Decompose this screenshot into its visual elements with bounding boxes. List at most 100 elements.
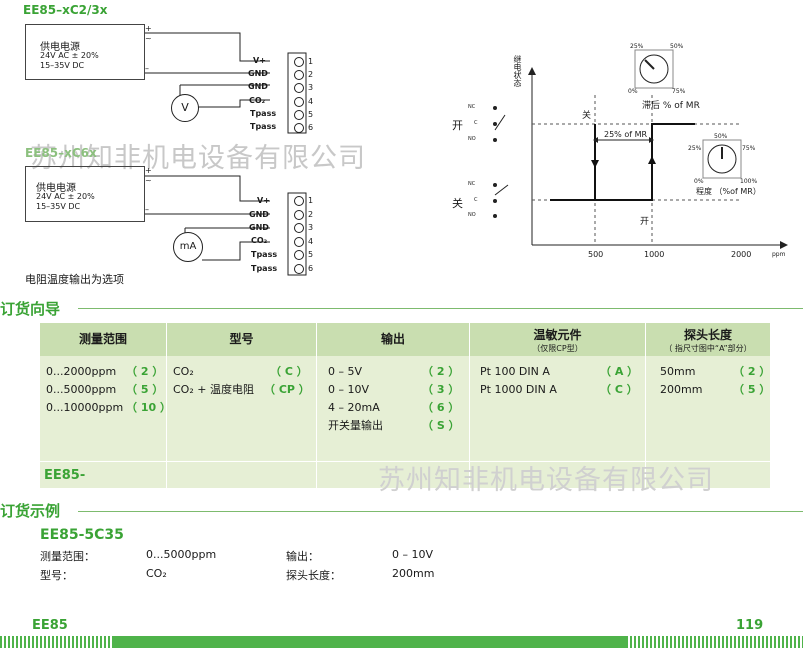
minus-sign: – — [145, 205, 149, 214]
output-code: （ S ） — [422, 419, 460, 432]
screw-terminal — [294, 237, 304, 247]
no-label: NO — [468, 136, 476, 142]
order-table: 测量范围 型号 输出 温敏元件（仅限CP型） 探头长度（ 指尺寸图中“A”部分）… — [40, 323, 770, 488]
terminal-number: 4 — [308, 97, 314, 106]
terminal-label: GND — [248, 82, 268, 91]
terminal-label: GND — [249, 210, 269, 219]
terminal-label: CO₂ — [251, 236, 268, 245]
example-value: CO₂ — [146, 567, 167, 580]
supply-dc: 15–35V DC — [40, 61, 85, 70]
footer-product: EE85 — [32, 618, 68, 633]
screw-terminal — [294, 57, 304, 67]
screw-terminal — [294, 110, 304, 120]
x-tick: 1000 — [644, 250, 665, 259]
dial1-0: 0% — [628, 88, 638, 95]
terminal-label: V+ — [257, 196, 270, 205]
terminal-label: Tpass — [250, 109, 277, 118]
wiring-lines-1 — [145, 32, 307, 134]
probe-code: （ 5 ） — [733, 383, 771, 396]
terminal-number: 3 — [308, 223, 314, 232]
dial2-100: 100% — [740, 178, 758, 185]
range-option: 0...10000ppm — [46, 401, 124, 414]
dial2-25: 25% — [688, 145, 702, 152]
footer-stripe-right — [626, 636, 803, 648]
supply-dc: 15–35V DC — [36, 202, 81, 211]
screw-terminal — [294, 70, 304, 80]
terminal-label: CO₂ — [249, 96, 266, 105]
terminal-number: 2 — [308, 70, 314, 79]
hysteresis-label: 25% of MR — [604, 130, 648, 139]
header-range: 测量范围 — [40, 323, 167, 356]
footer-bar — [112, 636, 626, 648]
header-model: 型号 — [167, 323, 317, 356]
supply-title: 供电电源 — [36, 183, 76, 194]
example-value: 0...5000ppm — [146, 548, 217, 561]
nc-label: NC — [468, 181, 476, 187]
section-divider — [78, 511, 803, 512]
nc-label: NC — [468, 104, 476, 110]
page-number: 119 — [736, 618, 764, 633]
resistor-option-caption: 电阻温度输出为选项 — [25, 273, 124, 286]
supply-title: 供电电源 — [40, 42, 80, 53]
terminal-number: 4 — [308, 237, 314, 246]
plus-sign: + — [145, 166, 152, 175]
terminal-number: 6 — [308, 264, 314, 273]
terminal-label: Tpass — [250, 122, 277, 131]
supply-ac: 24V AC ± 20% — [36, 192, 95, 201]
output-option: 0 – 10V — [328, 383, 370, 396]
terminal-number: 1 — [308, 57, 314, 66]
terminal-number: 5 — [308, 110, 314, 119]
x-tick: 2000 — [731, 250, 752, 259]
range-code: （ 2 ） — [126, 365, 164, 378]
sensor-option: Pt 100 DIN A — [480, 365, 550, 378]
watermark-text: 苏州知非机电设备有限公司 — [30, 143, 366, 174]
dial1-75: 75% — [672, 88, 686, 95]
dial2-75: 75% — [742, 145, 756, 152]
output-code: （ 6 ） — [422, 401, 460, 414]
switch-hysteresis-chart — [493, 49, 788, 249]
terminal-label: GND — [248, 69, 268, 78]
c-label: C — [474, 120, 478, 126]
power-supply-box-2: 供电电源 24V AC ± 20% 15–35V DC — [25, 166, 145, 222]
dial1-50: 50% — [670, 43, 684, 50]
x-tick: 500 — [588, 250, 604, 259]
terminal-number: 3 — [308, 83, 314, 92]
close-label: 关 — [452, 197, 463, 210]
terminal-number: 6 — [308, 123, 314, 132]
dial1-25: 25% — [630, 43, 644, 50]
screw-terminal — [294, 250, 304, 260]
diagram1-title: EE85–xC2/3x — [23, 3, 108, 17]
sensor-code: （ A ） — [600, 365, 639, 378]
voltmeter: V — [171, 94, 199, 122]
sensor-option: Pt 1000 DIN A — [480, 383, 557, 396]
probe-code: （ 2 ） — [733, 365, 771, 378]
guan-marker: 关 — [582, 111, 592, 121]
screw-terminal — [294, 264, 304, 274]
chart-y-label: 继电状态 — [513, 55, 522, 87]
model-option: CO₂ — [173, 365, 194, 378]
watermark-text: 苏州知非机电设备有限公司 — [378, 465, 714, 496]
header-sensor: 温敏元件（仅限CP型） — [470, 323, 646, 356]
screw-terminal — [294, 196, 304, 206]
level-dial-caption: 程度 （%of MR） — [696, 187, 761, 196]
power-supply-box-1: 供电电源 24V AC ± 20% 15–35V DC — [25, 24, 145, 80]
order-guide-title: 订货向导 — [0, 300, 61, 318]
example-key: 输出： — [286, 550, 319, 563]
range-code: （ 5 ） — [126, 383, 164, 396]
supply-ac: 24V AC ± 20% — [40, 51, 99, 60]
terminal-label: Tpass — [251, 250, 278, 259]
terminal-label: GND — [249, 223, 269, 232]
output-option: 开关量输出 — [328, 419, 383, 432]
header-probe-length: 探头长度（ 指尺寸图中“A”部分） — [646, 323, 770, 356]
output-code: （ 3 ） — [422, 383, 460, 396]
dial2-0: 0% — [694, 178, 704, 185]
screw-terminal — [294, 123, 304, 133]
no-label: NO — [468, 212, 476, 218]
range-code: （ 10 ） — [126, 401, 171, 414]
model-prefix: EE85- — [44, 468, 86, 483]
screw-terminal — [294, 210, 304, 220]
range-option: 0...5000ppm — [46, 383, 117, 396]
sensor-code: （ C ） — [600, 383, 638, 396]
probe-option: 50mm — [660, 365, 696, 378]
wiring-lines-2 — [145, 175, 307, 276]
